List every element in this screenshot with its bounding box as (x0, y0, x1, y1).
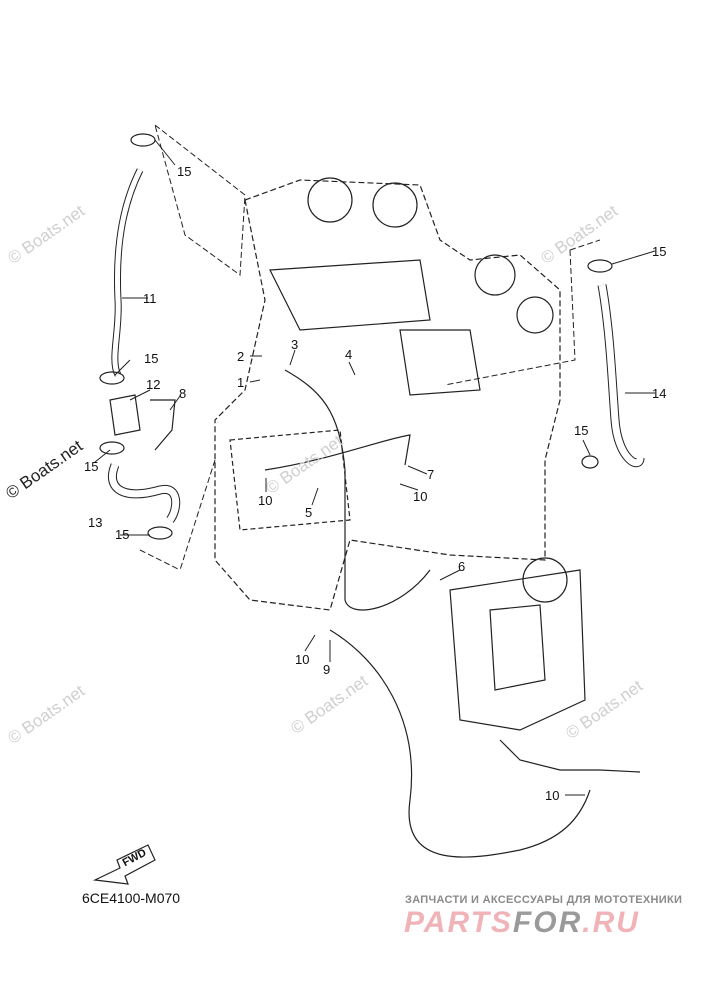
callout-label: 15 (574, 423, 589, 438)
callout-label: 15 (84, 459, 99, 474)
fwd-arrow-icon (92, 844, 156, 885)
banner-subtitle: ЗАПЧАСТИ И АКСЕССУАРЫ ДЛЯ МОТОТЕХНИКИ (405, 894, 683, 906)
logo-part: FOR (512, 906, 583, 939)
logo-part: PARTS (404, 906, 513, 939)
callout-label: 13 (88, 515, 103, 530)
callout-label: 15 (652, 244, 667, 259)
callout-label: 4 (345, 347, 353, 362)
callout-label: 15 (177, 164, 192, 179)
banner-logo: PARTSFOR.RU (404, 906, 640, 940)
callout-label: 1 (237, 375, 245, 390)
callout-label: 7 (427, 467, 435, 482)
logo-part: .RU (582, 906, 640, 939)
callout-label: 8 (179, 386, 187, 401)
callout-label: 12 (146, 377, 161, 392)
callout-label: 10 (413, 489, 428, 504)
callout-label: 15 (144, 351, 159, 366)
callout-label: 5 (305, 505, 313, 520)
callout-label: 6 (458, 559, 466, 574)
callout-label: 15 (115, 527, 130, 542)
callout-label: 11 (143, 291, 157, 306)
callout-label: 10 (258, 493, 273, 508)
callout-label: 2 (237, 349, 245, 364)
callout-label: 10 (545, 788, 560, 803)
callout-label: 3 (291, 337, 299, 352)
diagram-code: 6CE4100-M070 (82, 890, 181, 906)
callout-label: 9 (323, 662, 331, 677)
callout-label: 14 (652, 386, 667, 401)
callout-label: 10 (295, 652, 310, 667)
